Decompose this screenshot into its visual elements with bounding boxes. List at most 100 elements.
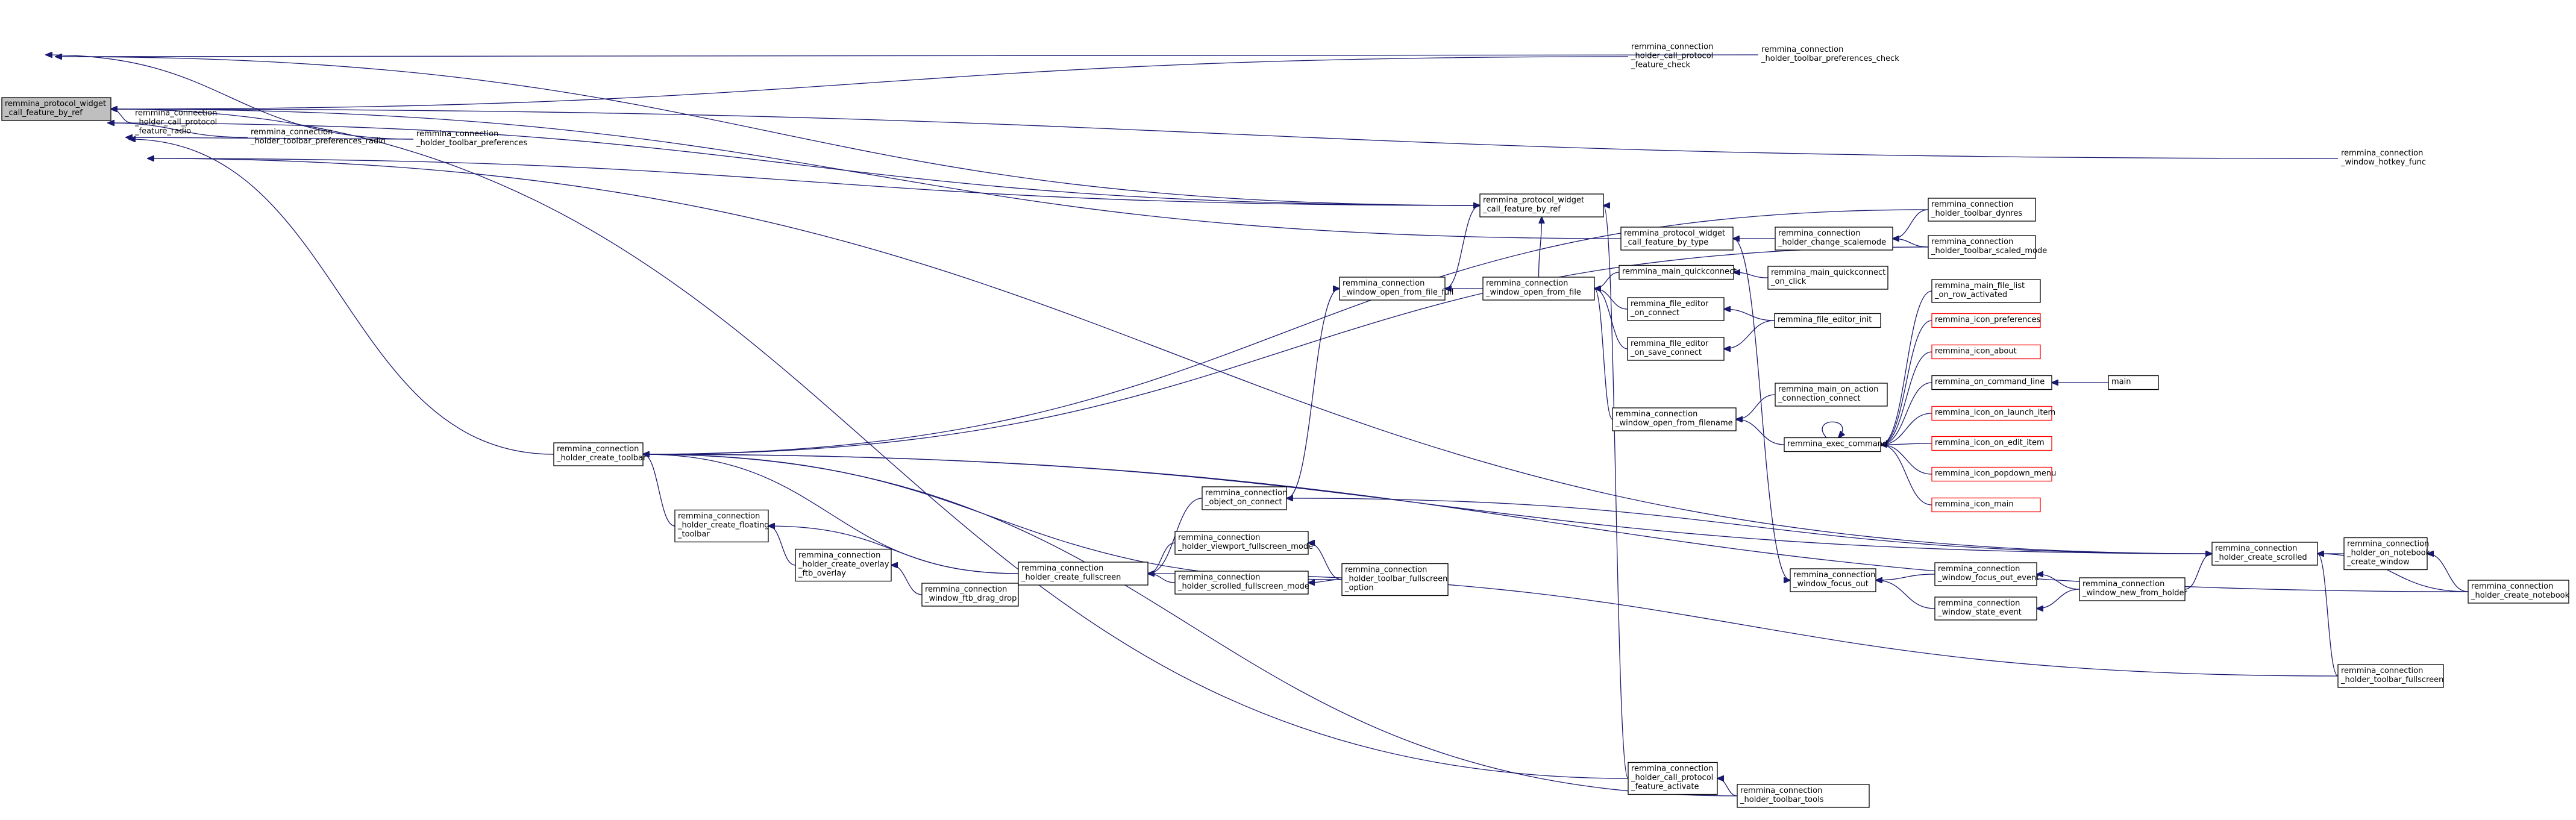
node-pw-call-by-ref[interactable]: remmina_protocol_widget_call_feature_by_… [1479,193,1604,218]
node-icon-popdown-menu[interactable]: remmina_icon_popdown_menu [1931,466,2056,482]
node-box [1934,562,2037,586]
node-create-scrolled[interactable]: remmina_connection_holder_create_scrolle… [2211,542,2318,566]
node-label: remmina_connection [798,551,880,560]
node-toolbar-fullscreen-option[interactable]: remmina_connection_holder_toolbar_fullsc… [1341,563,1449,596]
node-change-scalemode[interactable]: remmina_connection_holder_change_scalemo… [1775,227,1893,251]
node-scrolled-fullscreen[interactable]: remmina_connection_holder_scrolled_fulls… [1174,571,1309,595]
node-label: _holder_call_protocol [1631,774,1713,783]
node-toolbar-prefs[interactable]: remmina_connection_holder_toolbar_prefer… [416,130,527,148]
node-label: _on_connect [1630,308,1679,318]
node-box [1619,264,1734,280]
node-window-focus-out-event[interactable]: remmina_connection_window_focus_out_even… [1934,562,2039,586]
edge-toolbar-fullscreen-option-to-viewport-fullscreen [1308,543,1343,580]
node-create-fullscreen[interactable]: remmina_connection_holder_create_fullscr… [1018,562,1149,586]
node-open-from-file-full[interactable]: remmina_connection_window_open_from_file… [1339,277,1453,301]
node-label: remmina_connection [1178,533,1260,542]
node-exec-command[interactable]: remmina_exec_command [1784,437,1887,452]
node-object-on-connect[interactable]: remmina_connection_object_on_connect [1202,486,1287,510]
node-create-floating-toolbar[interactable]: remmina_connection_holder_create_floatin… [674,509,769,543]
node-box [2468,580,2569,604]
node-toolbar-prefs-check[interactable]: remmina_connection_holder_toolbar_prefer… [1761,45,1899,63]
edge-main-quickconnect-click-to-main-quickconnect [1734,272,1769,278]
node-open-from-filename[interactable]: remmina_connection_window_open_from_file… [1612,407,1737,431]
node-icon-main[interactable]: remmina_icon_main [1931,497,2041,513]
node-main-quickconnect-click[interactable]: remmina_main_quickconnect_on_click [1767,266,1888,290]
node-box [1928,235,2036,259]
node-main[interactable]: main [2108,375,2159,390]
node-open-from-file[interactable]: remmina_connection_window_open_from_file [1482,277,1595,301]
node-box [1202,486,1287,510]
node-label: remmina_connection [1486,279,1568,288]
node-box [1612,407,1737,431]
node-feature-radio[interactable]: remmina_connection_holder_call_protocol_… [134,109,217,136]
node-ftb-drag-drop[interactable]: remmina_connection_window_ftb_drag_drop [921,583,1019,607]
node-label: _holder_toolbar_tools [1740,795,1824,804]
node-file-editor-connect[interactable]: remmina_file_editor_on_connect [1627,297,1725,321]
node-icon-about[interactable]: remmina_icon_about [1931,344,2041,360]
node-box [1931,279,2041,303]
node-pw-call-by-type[interactable]: remmina_protocol_widget_call_feature_by_… [1620,227,1734,251]
node-toolbar-tools[interactable]: remmina_connection_holder_toolbar_tools [1737,784,1870,808]
node-label: remmina_protocol_widget [5,99,106,108]
node-label: _window_open_from_file [1485,288,1581,297]
edge-toolbar-scaled-mode-to-create-toolbar [643,246,1929,454]
node-viewport-fullscreen[interactable]: remmina_connection_holder_viewport_fulls… [1174,531,1313,555]
node-feature-activate[interactable]: remmina_connection_holder_call_protocol_… [1628,762,1718,795]
node-box [1931,436,2052,451]
edge-exec-command-to-exec-command [1822,421,1843,437]
node-box [1931,497,2041,513]
node-icon-edit-item[interactable]: remmina_icon_on_edit_item [1931,436,2052,451]
node-label: _window_ftb_drag_drop [924,594,1017,603]
node-label: remmina_connection [1021,564,1103,573]
node-label: remmina_connection [1631,43,1713,52]
node-main-quickconnect[interactable]: remmina_main_quickconnect [1619,264,1737,280]
node-main-action-connect[interactable]: remmina_main_on_action_connection_connec… [1775,383,1888,407]
node-icon-preferences[interactable]: remmina_icon_preferences [1931,313,2041,328]
node-box [1620,227,1734,251]
edge-file-editor-init-to-file-editor-connect [1724,309,1775,321]
node-create-notebook[interactable]: remmina_connection_holder_create_noteboo… [2468,580,2570,604]
node-box [1931,313,2041,328]
node-box [1479,193,1604,218]
node-create-toolbar[interactable]: remmina_connection_holder_create_toolbar [553,442,647,466]
node-feature-check[interactable]: remmina_connection_holder_call_protocol_… [1631,43,1713,70]
nodes-layer: remmina_protocol_widget _call_feature_by_… [1,43,2570,808]
node-label: _window_new_from_holder [2082,589,2187,598]
edge-create-scrolled-to-object-on-connect [1286,498,2213,554]
node-toolbar-dynres[interactable]: remmina_connection_holder_toolbar_dynres [1928,198,2036,222]
node-box [1,97,111,121]
node-toolbar-prefs-radio[interactable]: remmina_connection_holder_toolbar_prefer… [250,128,386,146]
node-hotkey-func[interactable]: remmina_connection_window_hotkey_func [2340,149,2426,167]
node-box [1934,596,2037,621]
node-window-new-from-holder[interactable]: remmina_connection_window_new_from_holde… [2079,577,2187,601]
node-label: remmina_connection [1793,571,1875,580]
node-on-command-line[interactable]: remmina_on_command_line [1931,375,2052,390]
edge-object-on-connect-to-open-from-file-full [1286,289,1340,499]
node-toolbar-fullscreen[interactable]: remmina_connection_holder_toolbar_fullsc… [2337,664,2444,688]
node-label: _window_focus_out [1793,580,1869,589]
node-label: _call_feature_by_ref [1482,205,1561,214]
node-label: _holder_create_scrolled [2214,553,2307,562]
node-icon-launch-item[interactable]: remmina_icon_on_launch_item [1931,405,2055,421]
edge-pw-call-by-ref-to-feature-radio [108,123,1481,206]
node-toolbar-scaled-mode[interactable]: remmina_connection_holder_toolbar_scaled… [1928,235,2047,259]
node-root[interactable]: remmina_protocol_widget_call_feature_by_… [1,97,111,121]
node-main-file-list[interactable]: remmina_main_file_list_on_row_activated [1931,279,2041,303]
node-label: remmina_connection [2341,149,2423,158]
node-box [1784,437,1881,452]
node-label: _holder_create_fullscreen [1021,573,1121,582]
node-create-overlay-ftb[interactable]: remmina_connection_holder_create_overlay… [795,548,892,582]
node-label: remmina_file_editor [1631,299,1709,308]
edge-feature-radio-to-root [111,109,133,124]
node-file-editor-init[interactable]: remmina_file_editor_init [1774,313,1881,328]
node-on-notebook-create-window[interactable]: remmina_connection_holder_on_notebook_cr… [2343,537,2431,571]
node-window-state-event[interactable]: remmina_connection_window_state_event [1934,596,2037,621]
node-window-focus-out[interactable]: remmina_connection_window_focus_out [1790,568,1876,592]
node-label: _window_state_event [1937,608,2022,617]
node-label: _holder_call_protocol [1631,52,1713,61]
node-file-editor-save-connect[interactable]: remmina_file_editor_on_save_connect [1627,337,1725,361]
node-label: _holder_scrolled_fullscreen_mode [1177,582,1309,591]
node-label: remmina_connection [1931,237,2013,246]
node-label: remmina_icon_on_edit_item [1935,439,2045,448]
edge-toolbar-prefs-check-to-feature-check [55,55,1759,57]
